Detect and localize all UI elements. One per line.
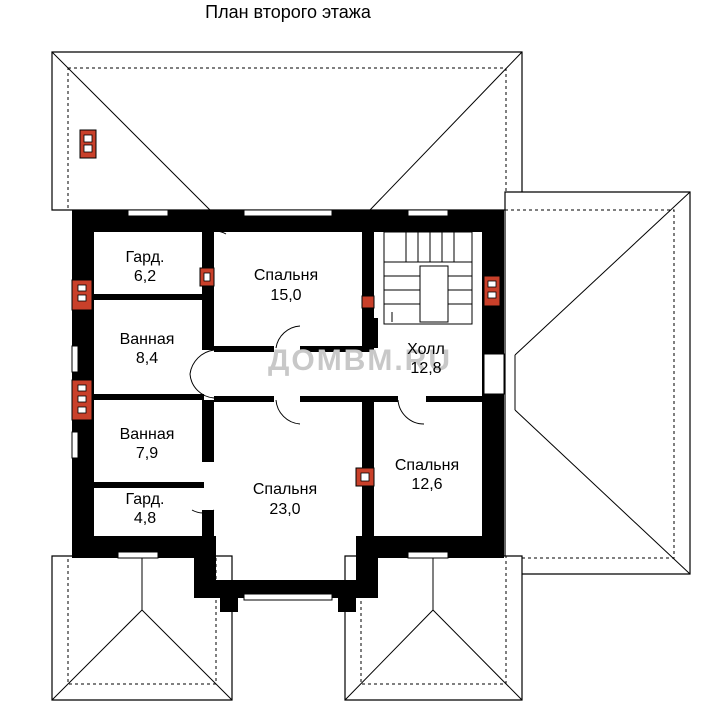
roof-bottom-left <box>51 555 233 701</box>
room-name: Спальня <box>395 457 459 474</box>
room-name: Ванная <box>120 331 175 348</box>
room-name: Ванная <box>120 426 175 443</box>
room-gard-1: Гард. 6,2 <box>126 249 165 285</box>
room-name: Гард. <box>126 491 165 508</box>
windows <box>71 209 505 601</box>
room-area: 23,0 <box>269 501 300 518</box>
plan-title: План второго этажа <box>205 2 372 22</box>
room-name: Гард. <box>126 249 165 266</box>
room-name: Спальня <box>253 481 317 498</box>
room-name: Холл <box>407 341 445 358</box>
room-area: 7,9 <box>136 445 158 462</box>
room-name: Спальня <box>254 267 318 284</box>
doors <box>189 230 425 514</box>
interior-walls <box>94 232 484 540</box>
room-bedroom-2: Спальня 23,0 <box>253 481 317 518</box>
room-bedroom-3: Спальня 12,6 <box>395 457 459 493</box>
room-area: 6,2 <box>134 268 156 285</box>
watermark: ДОМВМ.RU <box>268 344 452 377</box>
roof-top-left <box>51 51 523 211</box>
staircase <box>383 231 473 325</box>
roof-right <box>504 191 691 575</box>
room-area: 4,8 <box>134 510 156 527</box>
room-bedroom-1: Спальня 15,0 <box>254 267 318 304</box>
room-gard-2: Гард. 4,8 <box>126 491 165 527</box>
room-hall: Холл 12,8 <box>407 341 445 377</box>
room-bath-1: Ванная 8,4 <box>120 331 175 367</box>
room-area: 12,6 <box>411 476 442 493</box>
room-area: 12,8 <box>410 360 441 377</box>
ventilation-ducts <box>71 129 501 487</box>
room-area: 15,0 <box>270 287 301 304</box>
room-area: 8,4 <box>136 350 158 367</box>
room-bath-2: Ванная 7,9 <box>120 426 175 462</box>
